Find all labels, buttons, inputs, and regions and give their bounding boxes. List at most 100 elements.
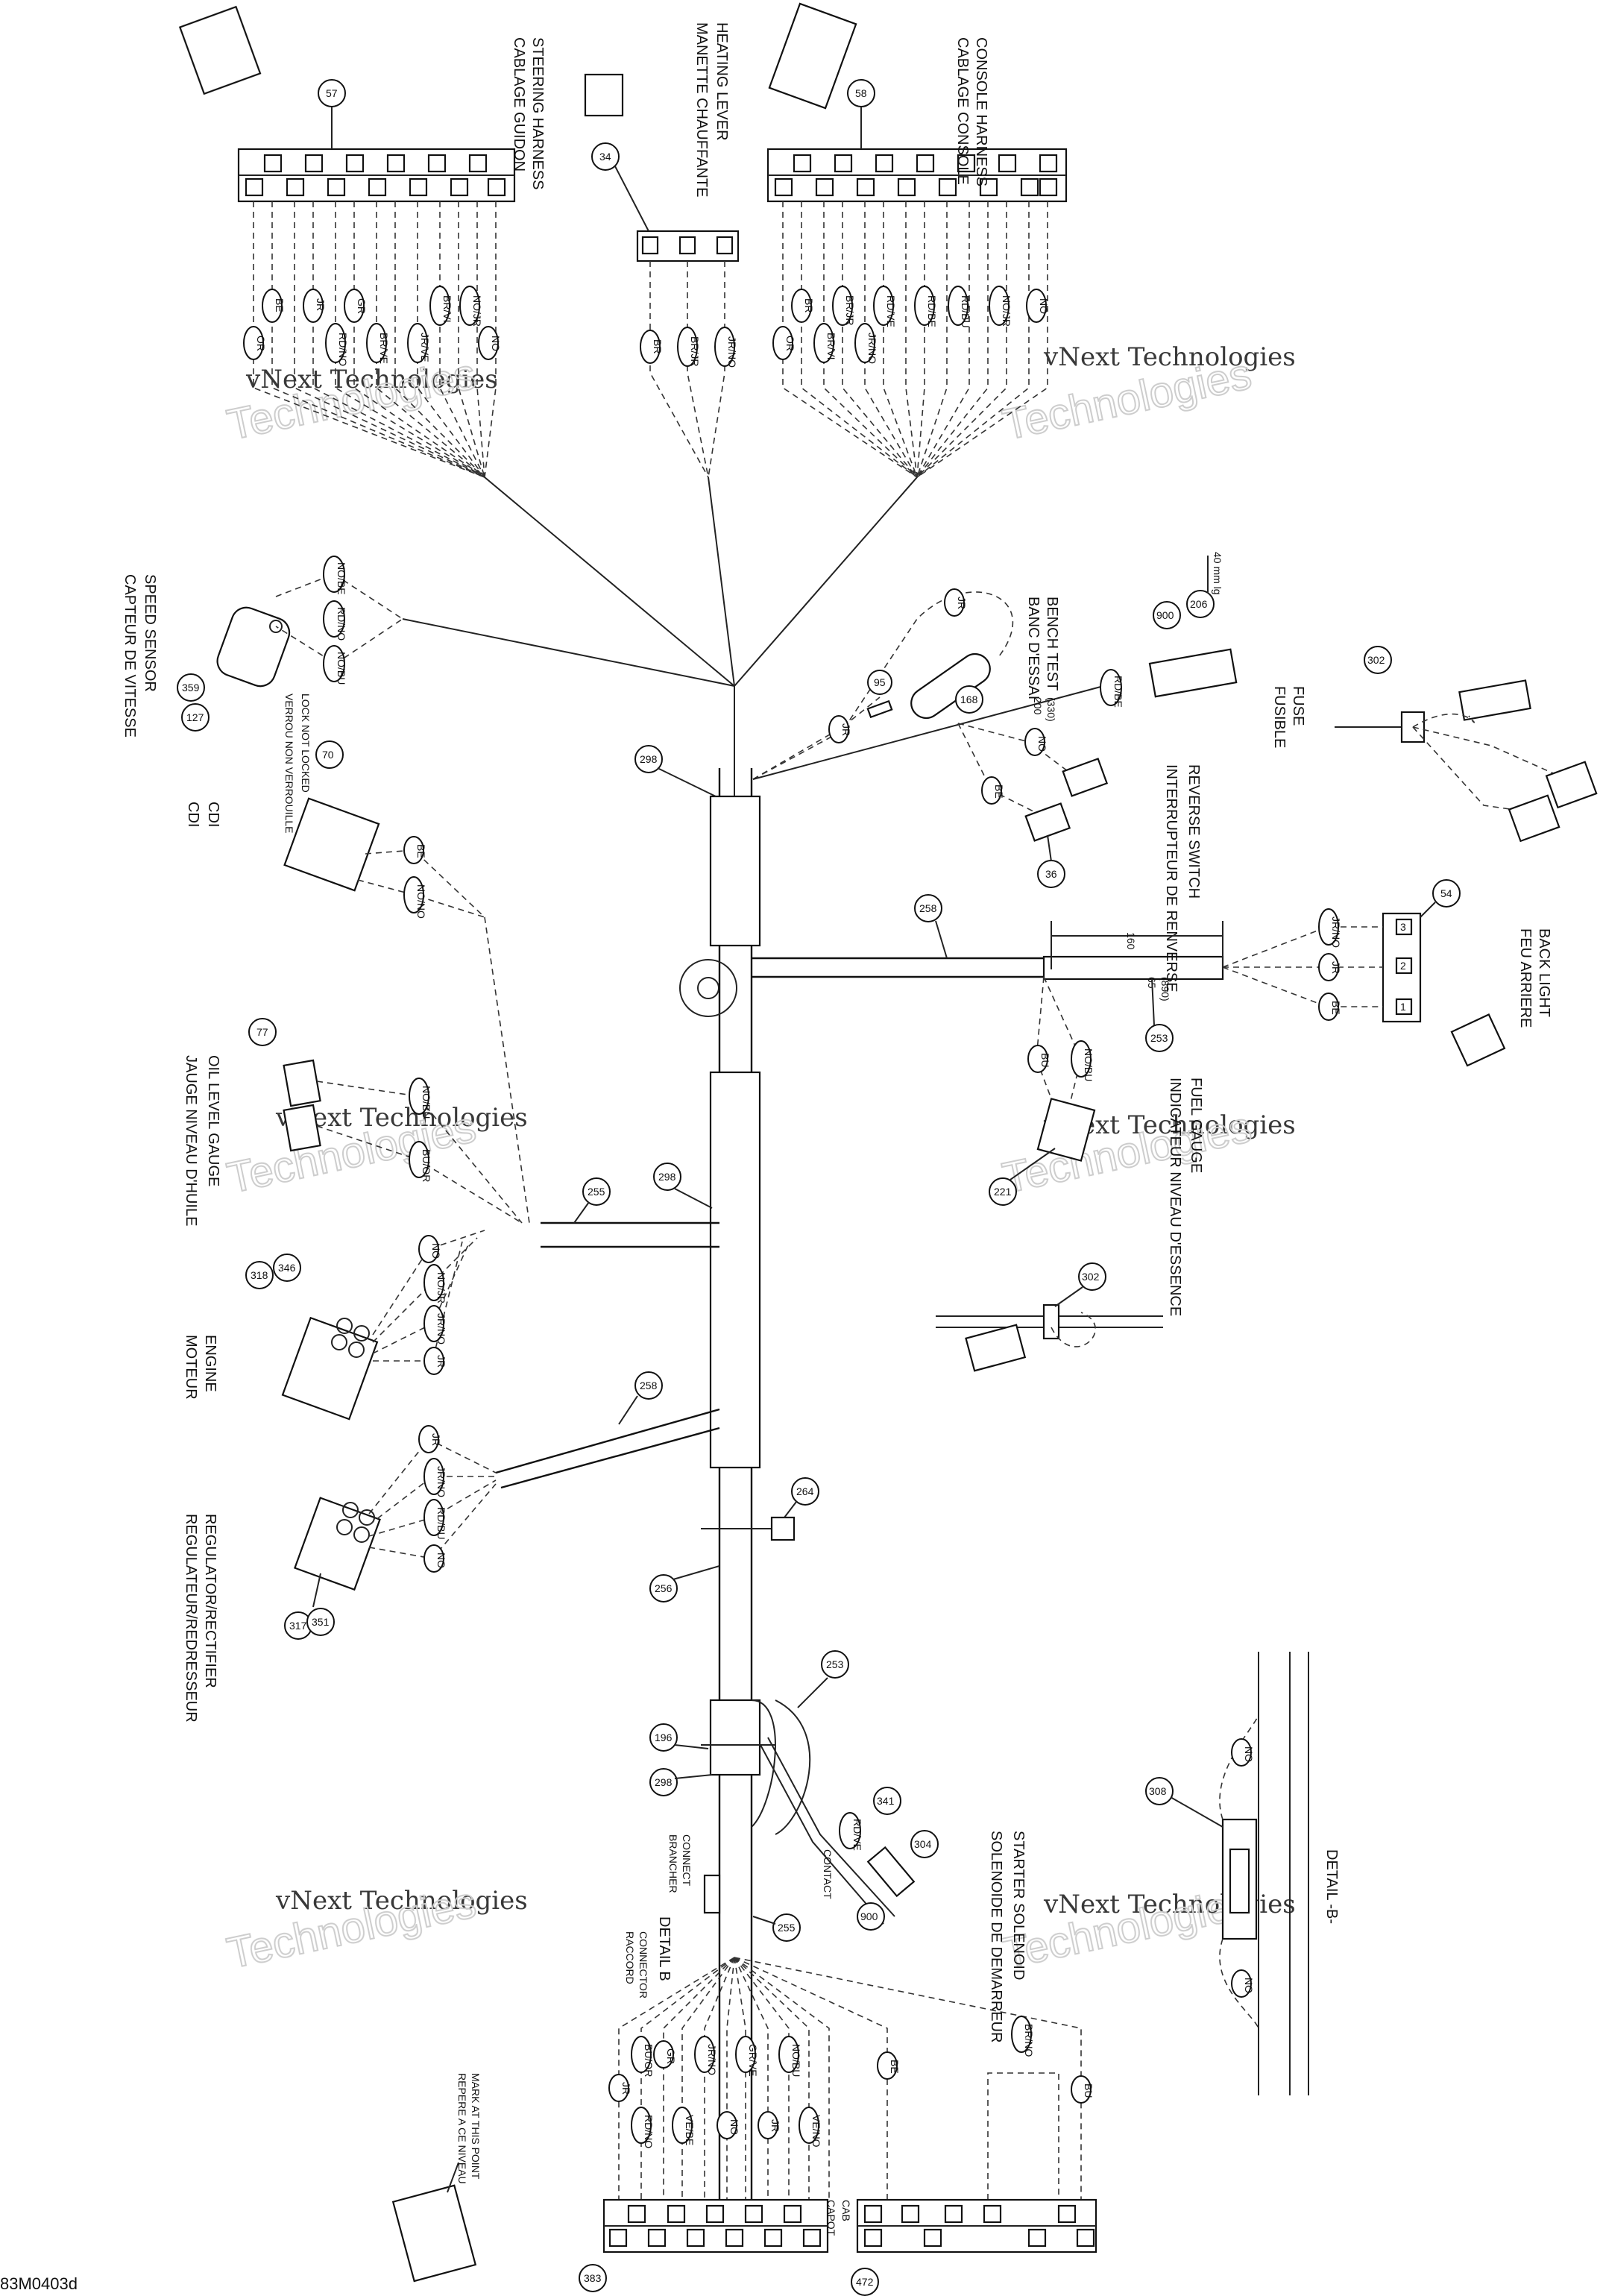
steering-harness-en: STEERING HARNESS — [529, 37, 546, 189]
watermark-text: vNext Technologies — [245, 365, 498, 394]
fuel-gauge-en: FUEL GAUGE — [1188, 1078, 1204, 1173]
svg-text:BE: BE — [1330, 1001, 1342, 1015]
svg-text:RD/VE: RD/VE — [885, 295, 897, 327]
svg-text:JR: JR — [840, 723, 852, 736]
ref-36: 36 — [1045, 868, 1057, 880]
ref-900: 900 — [1156, 609, 1174, 621]
svg-text:NO: NO — [435, 1553, 447, 1568]
contact-note: CONTACT — [822, 1849, 834, 1899]
heating-lever-fr: MANETTE CHAUFFANTE — [693, 22, 710, 197]
oil-gauge-terminal-icon — [283, 1104, 321, 1152]
starter-solenoid: 253 196 298 RD/VE CONTACT 341 304 900 SO… — [649, 1650, 1027, 2043]
regulator-connector-icon — [294, 1497, 381, 1591]
ref-253: 253 — [826, 1658, 844, 1670]
oil-gauge-terminal-icon — [283, 1059, 321, 1107]
top-fan-wires — [253, 201, 1048, 776]
wire-tag: JR/NO — [714, 327, 738, 368]
spade-terminal-icon — [1024, 802, 1071, 842]
regulator-fr: REGULATEUR/REDRESSEUR — [183, 1514, 199, 1723]
cab-en: CAB — [840, 2200, 852, 2221]
starter-solenoid-en: STARTER SOLENOID — [1010, 1831, 1027, 1980]
svg-text:2: 2 — [1400, 960, 1406, 972]
svg-text:NO/JR: NO/JR — [471, 295, 483, 327]
ref-264: 264 — [796, 1485, 814, 1497]
svg-text:RD/NO: RD/NO — [643, 2115, 655, 2148]
svg-text:BU/OR: BU/OR — [643, 2044, 655, 2077]
cdi-lock-note-en: LOCK NOT LOCKED — [300, 693, 312, 793]
connector-plug-icon — [1450, 1013, 1506, 1067]
ref-308: 308 — [1149, 1785, 1167, 1797]
wire-tag: NO — [1026, 289, 1050, 323]
reverse-switch-en: REVERSE SWITCH — [1185, 764, 1202, 899]
svg-text:BU/OR: BU/OR — [421, 1149, 432, 1182]
svg-text:NO/BU: NO/BU — [336, 652, 347, 685]
connector-plug-icon — [768, 2, 857, 110]
raccord-en: CONNECTOR — [637, 1931, 649, 1998]
svg-text:NO: NO — [430, 1243, 442, 1259]
svg-text:OR: OR — [255, 336, 267, 351]
main-trunk — [495, 768, 1224, 2230]
fuse-length-note: 40 mm lg — [1212, 552, 1223, 595]
top-wire-labels: OR BE JR RD/NO GR BR/VE JR/VE BR/VI NO/J… — [243, 286, 1050, 368]
svg-text:BE: BE — [889, 2060, 901, 2074]
ref-318: 318 — [251, 1269, 268, 1281]
cdi-lock-note-fr: VERROU NON VERROUILLE — [283, 693, 295, 833]
svg-text:NO/JR: NO/JR — [1001, 295, 1012, 327]
console-harness-fr: CABLAGE CONSOLE — [954, 37, 971, 185]
svg-text:JR: JR — [1330, 961, 1342, 974]
svg-text:BR: BR — [803, 298, 815, 312]
svg-text:RD/BE: RD/BE — [926, 295, 938, 327]
wire-tag: OR — [772, 326, 796, 360]
clip-icon — [770, 1516, 796, 1541]
regulator-connector: 317 351 JR JR/NO RD/BU NO REGULATEUR/RED… — [183, 1371, 819, 1723]
cab-fr: CAPOT — [825, 2200, 837, 2236]
svg-text:JR: JR — [430, 1433, 442, 1446]
console-harness-connector: 58 CABLAGE CONSOLE CONSOLE HARNESS — [766, 2, 1068, 203]
svg-text:NO: NO — [1038, 298, 1050, 314]
svg-text:JR/NO: JR/NO — [866, 333, 878, 364]
ref-258: 258 — [640, 1380, 658, 1391]
svg-text:JR/NO: JR/NO — [435, 1466, 447, 1497]
ref-341: 341 — [877, 1795, 895, 1807]
ref-359: 359 — [182, 682, 200, 693]
svg-text:BR/VI: BR/VI — [825, 333, 837, 360]
ref-302: 302 — [1367, 654, 1385, 666]
speed-sensor-en: SPEED SENSOR — [142, 574, 158, 692]
dim-330: (330) — [1045, 697, 1057, 722]
ref-253: 253 — [1150, 1032, 1168, 1044]
detail-b-title: DETAIL -B- — [1323, 1849, 1340, 1924]
wire-tag: NO — [478, 326, 502, 360]
ref-472: 472 — [856, 2276, 874, 2288]
wire-tag: BR/VE — [366, 323, 390, 364]
trunk-sleeve — [709, 1071, 761, 1469]
ref-304: 304 — [914, 1838, 932, 1850]
svg-text:NO: NO — [728, 2119, 740, 2135]
svg-text:3: 3 — [1400, 921, 1406, 933]
dim-160: 160 — [1125, 932, 1137, 950]
fuel-sender-icon — [1036, 1098, 1096, 1162]
bench-test-cap-icon — [910, 652, 991, 720]
dim-200: 200 — [1032, 697, 1044, 715]
wire-tag: RD/BU — [948, 286, 971, 328]
detail-b: BRANCHER CONNECT RACCORD CONNECTOR DETAI… — [624, 1652, 1340, 2095]
ref-346: 346 — [278, 1262, 296, 1274]
wire-tag: JR/NO — [854, 323, 878, 364]
svg-text:RD/BE: RD/BE — [1112, 676, 1124, 708]
fuel-gauge: BU NO/BU 221 INDICATEUR NIVEAU D'ESSENCE… — [989, 976, 1204, 1316]
wire-tag: RD/BE — [914, 286, 938, 327]
svg-text:NO: NO — [1243, 1978, 1255, 1993]
ref-298: 298 — [640, 753, 658, 765]
fuse-circuit: RD/BE 900 206 40 mm lg 200 (330) FUSIBLE… — [752, 552, 1598, 843]
svg-text:JR: JR — [769, 2119, 781, 2132]
bench-test-en: BENCH TEST — [1044, 597, 1060, 691]
ref-317: 317 — [289, 1620, 307, 1632]
svg-text:RD/BU: RD/BU — [960, 295, 971, 328]
bench-test: JR JR 95 168 BANC D'ESSAI BENCH TEST — [752, 588, 1060, 780]
tie-wrap-icon — [1042, 1303, 1060, 1340]
svg-text:NO/BE: NO/BE — [336, 562, 347, 595]
wire-tag: RD/NO — [325, 323, 349, 366]
engine-en: ENGINE — [202, 1335, 218, 1392]
heating-lever-connector: 34 MANETTE CHAUFFANTE HEATING LEVER — [584, 22, 740, 262]
ref-221: 221 — [994, 1186, 1012, 1198]
